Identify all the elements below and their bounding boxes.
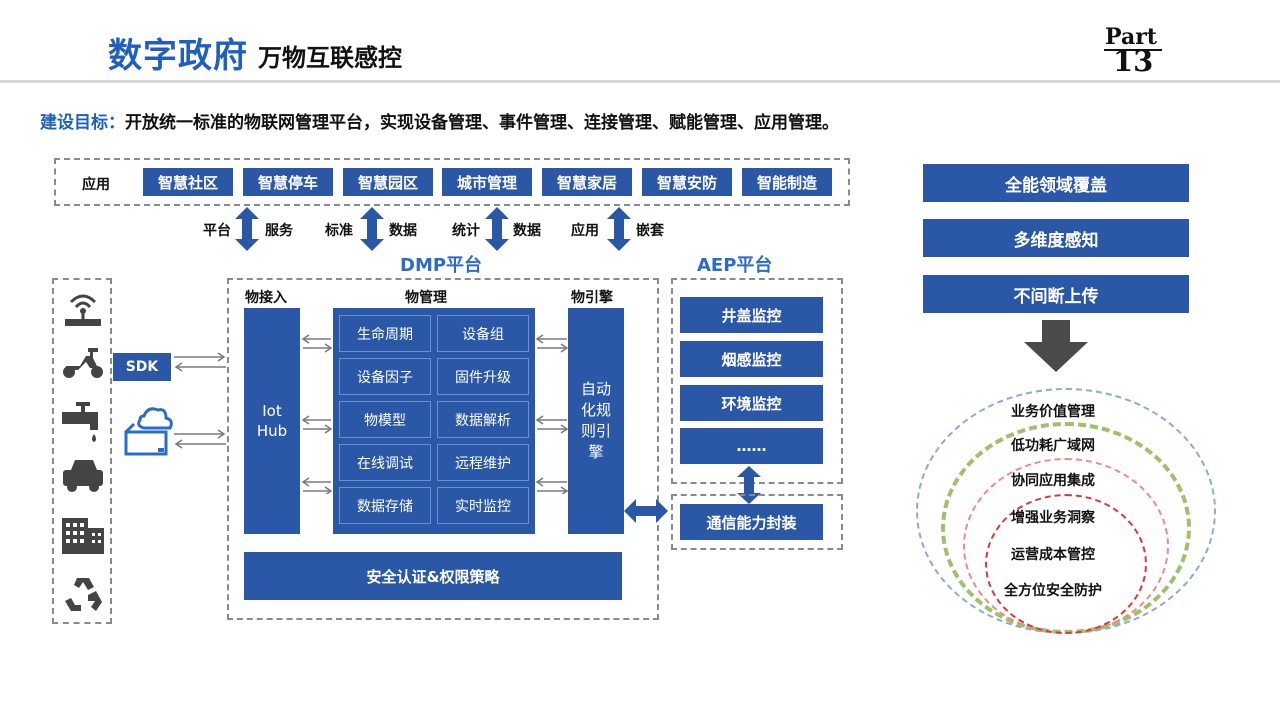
link-right-label: 服务 bbox=[265, 223, 293, 239]
double-arrow-icon bbox=[360, 207, 384, 251]
manage-item[interactable]: 设备因子 bbox=[339, 358, 431, 395]
sdk-badge: SDK bbox=[113, 353, 171, 381]
cloud-device-icon bbox=[124, 407, 173, 456]
goal-text: 开放统一标准的物联网管理平台，实现设备管理、事件管理、连接管理、赋能管理、应用管… bbox=[125, 113, 839, 133]
manage-item[interactable]: 远程维护 bbox=[437, 444, 529, 481]
access-label: 物接入 bbox=[245, 290, 287, 306]
iot-hub-block[interactable]: Iot Hub bbox=[244, 308, 300, 534]
part-divider bbox=[1104, 49, 1162, 51]
aep-title: AEP平台 bbox=[697, 255, 773, 276]
feature-item: 不间断上传 bbox=[923, 275, 1189, 313]
app-item[interactable]: 智慧停车 bbox=[243, 168, 333, 196]
dmp-panel bbox=[227, 278, 659, 620]
aep-item[interactable]: …… bbox=[680, 428, 823, 464]
engine-label: 物引擎 bbox=[571, 290, 613, 306]
link-left-label: 标准 bbox=[325, 223, 353, 239]
app-item[interactable]: 智慧家居 bbox=[542, 168, 632, 196]
devices-panel bbox=[52, 278, 112, 624]
recycle-icon bbox=[65, 578, 102, 611]
page-subtitle: 万物互联感控 bbox=[258, 44, 402, 72]
link-left-label: 应用 bbox=[571, 223, 599, 239]
manage-item[interactable]: 实时监控 bbox=[437, 487, 529, 524]
goal-label: 建设目标： bbox=[40, 113, 125, 133]
circle-label: 协同应用集成 bbox=[1011, 473, 1095, 489]
app-item[interactable]: 智慧园区 bbox=[343, 168, 433, 196]
apps-label: 应用 bbox=[82, 177, 110, 193]
circle-label: 运营成本管控 bbox=[1011, 547, 1095, 563]
comm-panel bbox=[671, 494, 843, 550]
app-item[interactable]: 智能制造 bbox=[742, 168, 832, 196]
circle-inner bbox=[985, 494, 1147, 634]
aep-item[interactable]: 烟感监控 bbox=[680, 341, 823, 377]
part-label: Part bbox=[1105, 24, 1157, 50]
app-item[interactable]: 智慧社区 bbox=[143, 168, 233, 196]
double-arrow-icon bbox=[607, 207, 631, 251]
scooter-icon bbox=[63, 348, 103, 378]
link-left-label: 统计 bbox=[452, 223, 480, 239]
circle-label: 低功耗广域网 bbox=[1011, 438, 1095, 454]
part-number: 13 bbox=[1113, 44, 1154, 78]
header-divider bbox=[0, 80, 1280, 83]
double-arrow-icon bbox=[485, 207, 509, 251]
comm-block[interactable]: 通信能力封装 bbox=[680, 504, 823, 540]
manage-item[interactable]: 在线调试 bbox=[339, 444, 431, 481]
goal-statement: 建设目标：开放统一标准的物联网管理平台，实现设备管理、事件管理、连接管理、赋能管… bbox=[40, 108, 839, 133]
manage-item[interactable]: 数据存储 bbox=[339, 487, 431, 524]
manage-label: 物管理 bbox=[405, 290, 447, 306]
rule-engine-block[interactable]: 自动 化规 则引 擎 bbox=[568, 308, 624, 534]
water-tap-icon bbox=[62, 402, 98, 442]
aep-item[interactable]: 环境监控 bbox=[680, 385, 823, 421]
aep-panel bbox=[671, 278, 843, 484]
feature-item: 多维度感知 bbox=[923, 219, 1189, 257]
manage-item[interactable]: 物模型 bbox=[339, 401, 431, 438]
page-title: 数字政府 bbox=[108, 36, 248, 76]
link-left-label: 平台 bbox=[203, 223, 231, 239]
manage-item[interactable]: 固件升级 bbox=[437, 358, 529, 395]
building-icon bbox=[62, 518, 104, 554]
feature-item: 全能领域覆盖 bbox=[923, 164, 1189, 202]
apps-panel: 应用 智慧社区 智慧停车 智慧园区 城市管理 智慧家居 智慧安防 智能制造 bbox=[54, 158, 850, 206]
router-icon bbox=[65, 294, 101, 326]
horizontal-double-arrow-icon bbox=[624, 499, 668, 523]
link-right-label: 嵌套 bbox=[636, 223, 664, 239]
manage-item[interactable]: 生命周期 bbox=[339, 315, 431, 352]
dmp-title: DMP平台 bbox=[400, 255, 483, 276]
security-bar[interactable]: 安全认证&权限策略 bbox=[244, 552, 622, 600]
link-right-label: 数据 bbox=[389, 223, 417, 239]
truck-icon bbox=[63, 460, 103, 492]
connector-arrows bbox=[174, 352, 226, 449]
hub-manage-arrows bbox=[301, 334, 333, 494]
down-arrow-icon bbox=[1024, 320, 1088, 372]
circle-label: 业务价值管理 bbox=[1011, 404, 1095, 420]
app-item[interactable]: 智慧安防 bbox=[642, 168, 732, 196]
aep-item[interactable]: 井盖监控 bbox=[680, 297, 823, 333]
manage-item[interactable]: 数据解析 bbox=[437, 401, 529, 438]
double-arrow-icon bbox=[235, 207, 259, 251]
link-right-label: 数据 bbox=[513, 223, 541, 239]
manage-item[interactable]: 设备组 bbox=[437, 315, 529, 352]
circle-label: 增强业务洞察 bbox=[1011, 510, 1095, 526]
circle-label: 全方位安全防护 bbox=[1004, 583, 1102, 599]
app-item[interactable]: 城市管理 bbox=[442, 168, 532, 196]
manage-engine-arrows bbox=[535, 334, 569, 494]
